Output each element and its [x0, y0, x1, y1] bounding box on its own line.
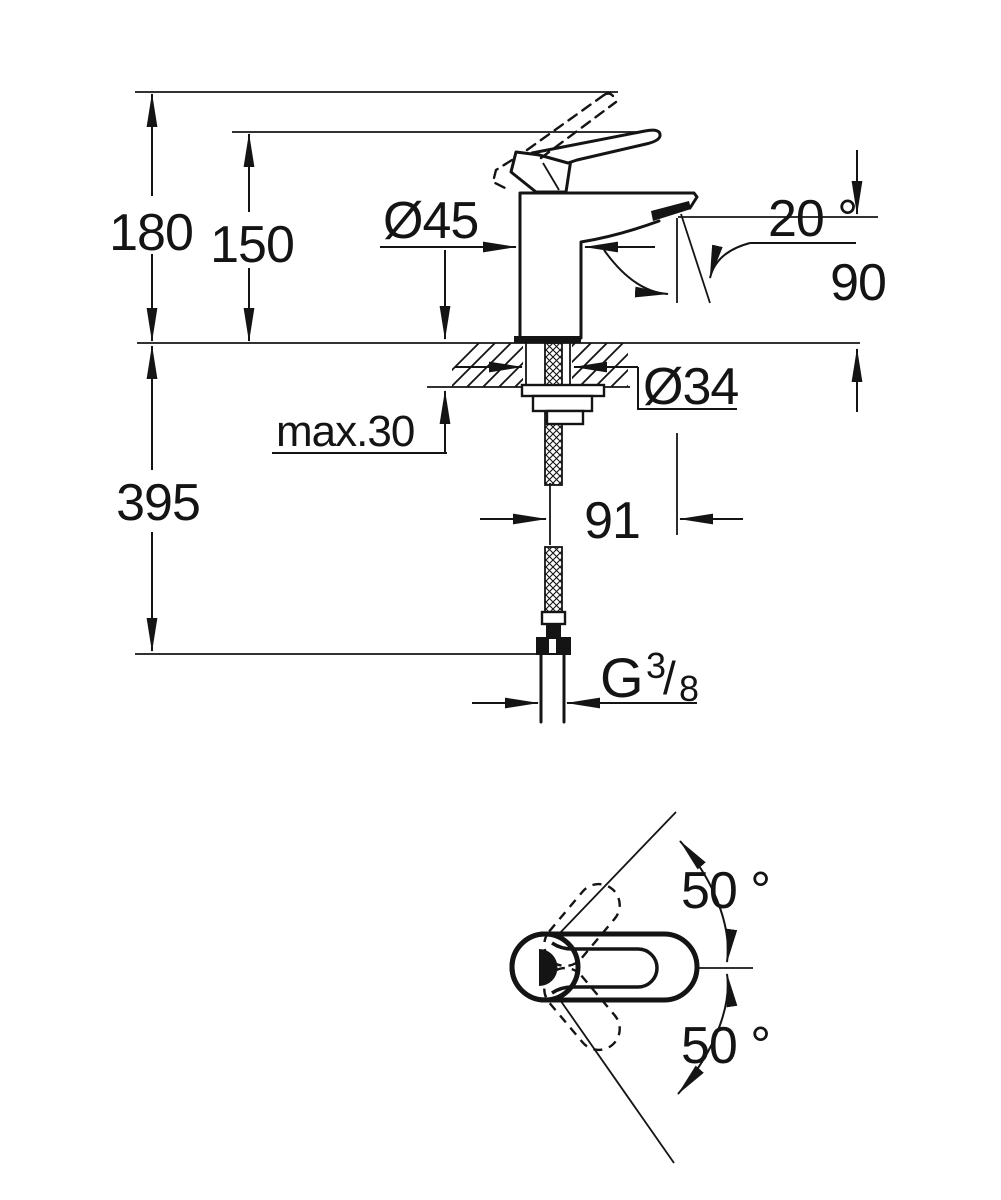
dim-thread-size: G 3 / 8 [600, 645, 699, 709]
thread-numerator: 3 [646, 645, 665, 686]
thread-g: G [600, 646, 643, 709]
mounting-nut [531, 394, 594, 413]
handle-swing-down-dashed [543, 966, 621, 1052]
dim-hole-diameter: Ø34 [643, 358, 738, 416]
body-outline [518, 191, 699, 340]
pivot-mark [539, 949, 558, 986]
lever-raised-dashed [525, 92, 618, 160]
spout-underside [579, 219, 661, 340]
reference-lines [135, 91, 878, 655]
dim-spray-angle: 20 ° [768, 190, 857, 248]
dim-lever-height: 150 [210, 216, 294, 274]
supply-hose [520, 342, 606, 724]
dim-body-diameter: Ø45 [383, 192, 478, 250]
base-gasket [514, 336, 581, 343]
aerator [651, 201, 691, 221]
dim-total-height: 180 [109, 204, 193, 262]
dim-max-deck-thickness: max.30 [276, 407, 414, 456]
dim-handle-swing-down: 50 ° [681, 1017, 770, 1075]
dim-spout-height: 90 [830, 254, 886, 312]
dim-below-deck-length: 395 [116, 474, 200, 532]
mounting-washer [520, 383, 606, 398]
thread-denominator: 8 [679, 668, 698, 709]
lever-handle [530, 128, 662, 165]
top-view [509, 811, 753, 1164]
handle-swing-up-dashed [543, 882, 621, 968]
thread-slash: / [663, 652, 676, 704]
spray-angle-annotation [603, 213, 856, 304]
thread-connector-tube [539, 653, 566, 724]
dimension-lines [146, 93, 863, 709]
hose-collar [540, 610, 567, 626]
dim-handle-swing-up: 50 ° [681, 862, 770, 920]
dimension-labels: 180 150 Ø45 20 ° 90 Ø34 max.30 395 91 G … [109, 190, 887, 1075]
dim-spout-reach: 91 [584, 492, 640, 550]
pivot-circle [509, 931, 581, 1003]
faucet-body [491, 92, 699, 343]
